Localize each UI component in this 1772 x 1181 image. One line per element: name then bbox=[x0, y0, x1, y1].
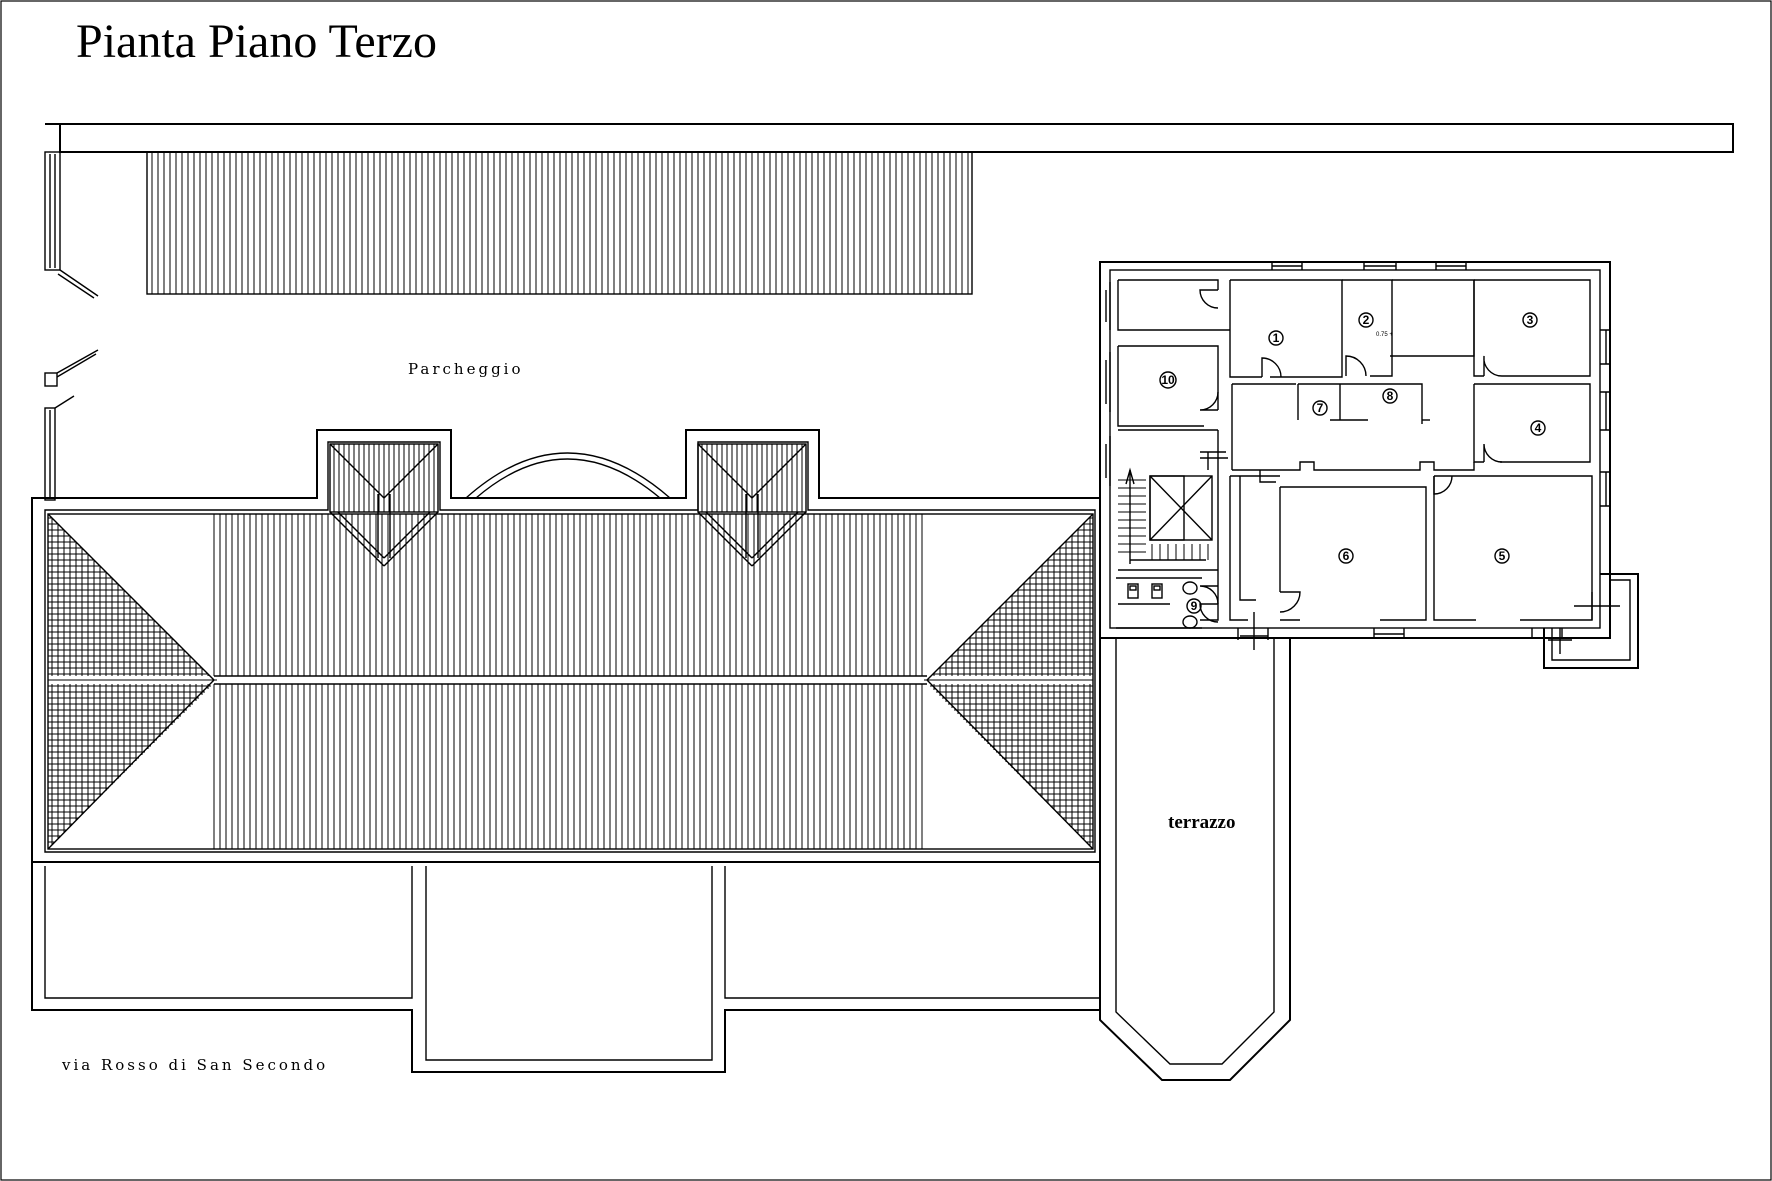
room-10-label: 10 bbox=[1159, 371, 1177, 389]
svg-text:2: 2 bbox=[1363, 313, 1370, 327]
svg-text:9: 9 bbox=[1191, 599, 1198, 613]
svg-text:7: 7 bbox=[1317, 401, 1324, 415]
plan-title: Pianta Piano Terzo bbox=[76, 15, 437, 68]
room-8-label: 8 bbox=[1382, 388, 1398, 404]
svg-text:4: 4 bbox=[1535, 421, 1542, 435]
terrace bbox=[1099, 638, 1291, 1081]
room-9-label: 9 bbox=[1186, 598, 1202, 614]
svg-text:6: 6 bbox=[1343, 549, 1350, 563]
parking-label: Parcheggio bbox=[408, 360, 524, 378]
door-swings bbox=[1199, 289, 1503, 623]
stair-lift bbox=[1118, 452, 1228, 564]
south-wings bbox=[31, 862, 1101, 1073]
dormer-left bbox=[329, 443, 439, 567]
dimension-note: 0.75 + bbox=[1376, 332, 1393, 338]
svg-text:5: 5 bbox=[1499, 549, 1506, 563]
interior-walls bbox=[1116, 279, 1593, 629]
room-3-label: 3 bbox=[1522, 312, 1538, 328]
north-canopy-roof bbox=[146, 151, 973, 295]
windows bbox=[1105, 262, 1610, 640]
svg-text:8: 8 bbox=[1387, 389, 1394, 403]
bathroom-fixtures bbox=[1118, 581, 1198, 629]
survey-marks bbox=[1200, 451, 1620, 654]
room-4-label: 4 bbox=[1530, 420, 1546, 436]
room-labels: 1 2 3 4 5 6 7 8 9 10 bbox=[1159, 312, 1546, 614]
svg-text:1: 1 bbox=[1273, 331, 1280, 345]
room-1-label: 1 bbox=[1268, 330, 1284, 346]
dormer-right bbox=[697, 443, 807, 567]
room-7-label: 7 bbox=[1312, 400, 1328, 416]
svg-text:3: 3 bbox=[1527, 313, 1534, 327]
terrace-label: terrazzo bbox=[1168, 812, 1236, 833]
west-gate bbox=[44, 151, 99, 501]
street-label: via Rosso di San Secondo bbox=[61, 1056, 328, 1074]
room-5-label: 5 bbox=[1494, 548, 1510, 564]
north-boundary-wall bbox=[45, 123, 1734, 153]
room-2-label: 2 bbox=[1358, 312, 1374, 328]
main-roof bbox=[31, 429, 1101, 863]
room-6-label: 6 bbox=[1338, 548, 1354, 564]
svg-text:10: 10 bbox=[1161, 373, 1175, 387]
